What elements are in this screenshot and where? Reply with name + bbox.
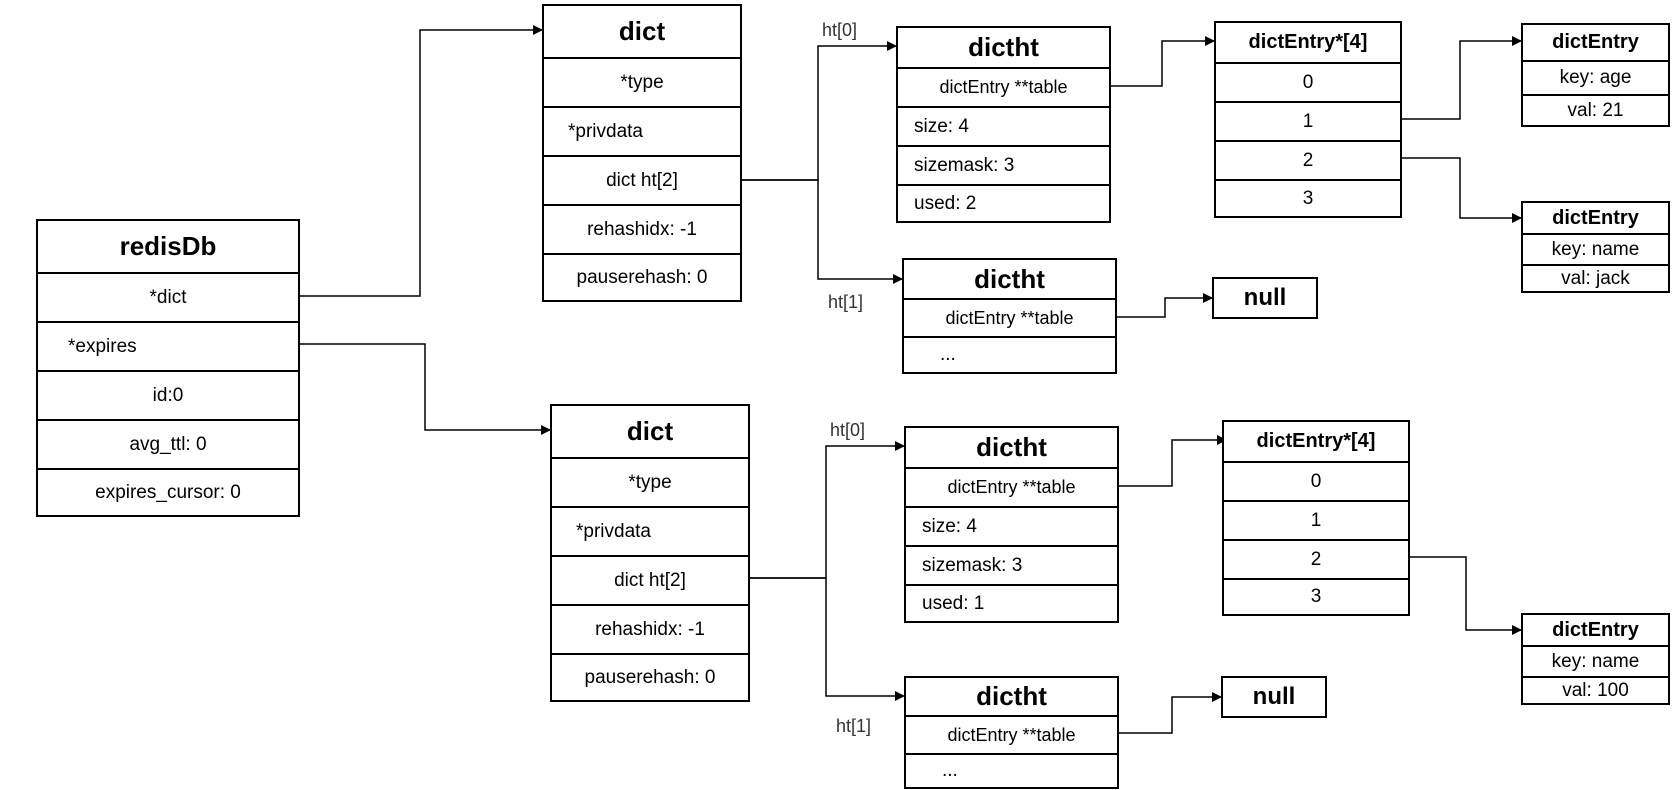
- edge-dict-to-top-dict: [298, 25, 543, 297]
- dictentry-val: val: jack: [1523, 264, 1668, 291]
- array-slot-3: 3: [1224, 578, 1408, 614]
- dictentry-name-jack: dictEntry key: name val: jack: [1521, 201, 1670, 293]
- edge-slot1-to-entry-age: [1400, 36, 1522, 120]
- dictht-field-sizemask: sizemask: 3: [906, 545, 1117, 584]
- edge-bottom-ht2-to-ht0: [748, 441, 905, 579]
- edge-top1-table-to-null: [1117, 293, 1213, 318]
- dict-title: dict: [626, 416, 674, 446]
- dictht-field-table: dictEntry **table: [906, 467, 1117, 506]
- dictht-top-ht0: dictht dictEntry **table size: 4 sizemas…: [896, 26, 1111, 223]
- redisdb-field-avg-ttl: avg_ttl: 0: [38, 419, 298, 468]
- dictht-field-sizemask: sizemask: 3: [898, 145, 1109, 184]
- dictht-field-more: ...: [906, 753, 1117, 787]
- dict-field-rehashidx: rehashidx: -1: [544, 204, 740, 253]
- dict-field-privdata: *privdata: [544, 106, 740, 155]
- dictht-field-table: dictEntry **table: [898, 67, 1109, 106]
- dictentry-title: dictEntry: [1552, 618, 1639, 641]
- dictht-field-size: size: 4: [906, 506, 1117, 545]
- redisdb-field-expires-cursor: expires_cursor: 0: [38, 468, 298, 515]
- dict-struct-bottom: dict *type *privdata dict ht[2] rehashid…: [550, 404, 750, 702]
- edge-top-ht2-to-ht1: [740, 179, 903, 284]
- array-slot-3: 3: [1216, 179, 1400, 216]
- dictentry-key: key: name: [1523, 645, 1668, 676]
- dict-field-type: *type: [544, 57, 740, 106]
- dictht-bottom-ht0: dictht dictEntry **table size: 4 sizemas…: [904, 426, 1119, 623]
- edge-expires-to-bottom-dict: [298, 343, 551, 435]
- dict-field-pauserehash: pauserehash: 0: [552, 653, 748, 700]
- dictentry-array-bottom: dictEntry*[4] 0 1 2 3: [1222, 420, 1410, 616]
- dictentry-val: val: 100: [1523, 676, 1668, 703]
- edge-bottom1-table-to-null: [1117, 692, 1222, 734]
- edge-bottom-ht2-to-ht1: [748, 577, 905, 701]
- dictentry-title: dictEntry: [1552, 31, 1639, 53]
- dictht-field-size: size: 4: [898, 106, 1109, 145]
- redisdb-field-expires: *expires: [38, 321, 298, 370]
- label-bottom-ht1: ht[1]: [836, 716, 872, 736]
- null-box-bottom: null: [1221, 676, 1327, 718]
- dictentry-key: key: age: [1523, 60, 1668, 94]
- dict-field-ht: dict ht[2]: [544, 155, 740, 204]
- dictht-field-used: used: 2: [898, 184, 1109, 221]
- dictht-title: dictht: [968, 32, 1039, 62]
- dict-field-ht: dict ht[2]: [552, 555, 748, 604]
- null-box-top: null: [1212, 277, 1318, 319]
- edge-bottom-table-to-array: [1117, 435, 1227, 487]
- dictht-top-ht1: dictht dictEntry **table ...: [902, 258, 1117, 374]
- dict-title: dict: [618, 16, 666, 46]
- dictentry-name-100: dictEntry key: name val: 100: [1521, 613, 1670, 705]
- array-slot-2: 2: [1224, 539, 1408, 578]
- dictht-field-more: ...: [904, 336, 1115, 372]
- edge-bottom-slot2-to-entry-100: [1408, 556, 1522, 635]
- redisdb-struct: redisDb *dict *expires id:0 avg_ttl: 0 e…: [36, 219, 300, 517]
- array-title: dictEntry*[4]: [1256, 430, 1376, 452]
- dict-field-pauserehash: pauserehash: 0: [544, 253, 740, 300]
- dict-field-rehashidx: rehashidx: -1: [552, 604, 748, 653]
- redisdb-title: redisDb: [119, 231, 217, 261]
- label-top-ht1: ht[1]: [828, 292, 864, 312]
- array-slot-0: 0: [1216, 62, 1400, 101]
- dictht-field-used: used: 1: [906, 584, 1117, 621]
- dict-field-type: *type: [552, 457, 748, 506]
- dictht-title: dictht: [976, 681, 1047, 711]
- array-slot-1: 1: [1224, 500, 1408, 539]
- dictht-title: dictht: [976, 432, 1047, 462]
- label-top-ht0: ht[0]: [822, 20, 858, 40]
- edge-slot2-to-entry-jack: [1400, 157, 1522, 223]
- array-title: dictEntry*[4]: [1248, 31, 1368, 53]
- array-slot-2: 2: [1216, 140, 1400, 179]
- dictentry-val: val: 21: [1523, 94, 1668, 125]
- dict-struct-top: dict *type *privdata dict ht[2] rehashid…: [542, 4, 742, 302]
- array-slot-0: 0: [1224, 461, 1408, 500]
- edge-top-ht2-to-ht0: [740, 41, 897, 181]
- array-slot-1: 1: [1216, 101, 1400, 140]
- dictht-field-table: dictEntry **table: [904, 298, 1115, 336]
- edge-top-table-to-array: [1109, 36, 1215, 87]
- dictht-field-table: dictEntry **table: [906, 715, 1117, 753]
- dictentry-array-top: dictEntry*[4] 0 1 2 3: [1214, 21, 1402, 218]
- redisdb-field-dict: *dict: [38, 272, 298, 321]
- dictht-bottom-ht1: dictht dictEntry **table ...: [904, 676, 1119, 789]
- label-bottom-ht0: ht[0]: [830, 420, 866, 440]
- redisdb-field-id: id:0: [38, 370, 298, 419]
- dict-field-privdata: *privdata: [552, 506, 748, 555]
- dictentry-title: dictEntry: [1552, 206, 1639, 229]
- dictentry-key: key: name: [1523, 233, 1668, 264]
- dictentry-age: dictEntry key: age val: 21: [1521, 23, 1670, 127]
- dictht-title: dictht: [974, 263, 1045, 294]
